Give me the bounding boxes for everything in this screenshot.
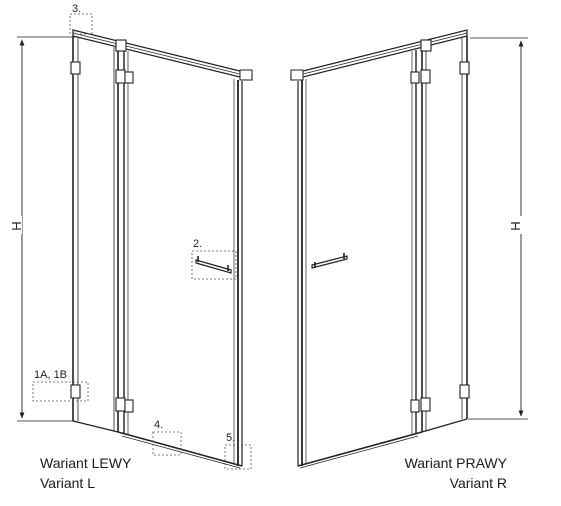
- caption-variant-right: Wariant PRAWY Variant R: [405, 453, 507, 493]
- caption-left-polish: Wariant LEWY: [40, 455, 132, 471]
- right-top-rail: [290, 29, 468, 81]
- left-fixed-panel: [72, 36, 119, 433]
- caption-left-english: Variant L: [40, 475, 95, 491]
- svg-text:3.: 3.: [72, 3, 81, 15]
- left-door-handle: [195, 256, 232, 274]
- callout-3: 3.: [69, 3, 93, 35]
- callout-4: 4.: [152, 419, 182, 456]
- callout-5: 5.: [224, 432, 252, 470]
- left-door-panel: [117, 50, 243, 469]
- left-height-dimension: H: [9, 36, 75, 422]
- right-fixed-panel: [421, 36, 468, 433]
- svg-text:4.: 4.: [154, 419, 163, 431]
- variant-right-drawing: H: [290, 29, 528, 469]
- right-hinges: [410, 39, 470, 413]
- svg-text:1A, 1B: 1A, 1B: [34, 369, 67, 381]
- right-door-panel: [297, 50, 423, 469]
- left-hinges: [70, 39, 134, 413]
- callout-2: 2.: [191, 238, 237, 280]
- svg-text:5.: 5.: [226, 432, 235, 444]
- right-door-handle: [311, 253, 348, 269]
- caption-right-polish: Wariant PRAWY: [404, 455, 507, 471]
- caption-variant-left: Wariant LEWY Variant L: [40, 453, 131, 493]
- left-top-rail: [72, 29, 253, 81]
- left-height-label: H: [9, 221, 24, 230]
- callout-1a-1b: 1A, 1B: [32, 369, 89, 402]
- svg-text:2.: 2.: [193, 238, 202, 250]
- right-height-label: H: [508, 221, 523, 230]
- variant-left-drawing: H: [9, 3, 253, 470]
- right-height-dimension: H: [468, 37, 528, 420]
- caption-right-english: Variant R: [449, 475, 507, 491]
